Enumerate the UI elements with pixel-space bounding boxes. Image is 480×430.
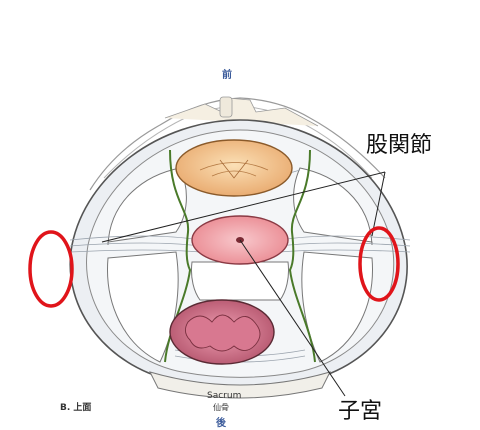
sacrum-label: Sacrum — [207, 391, 241, 401]
hip-joint-label: 股関節 — [366, 133, 432, 158]
uterus-label: 子宮 — [338, 399, 382, 424]
posterior-label: 後 — [216, 416, 227, 429]
anterior-wall — [89, 96, 386, 191]
rectum — [169, 299, 275, 365]
sacrum — [149, 371, 331, 399]
bladder — [175, 139, 293, 197]
right-hip-highlight — [358, 226, 400, 302]
figure-caption: B. 上面 — [60, 401, 91, 413]
sacrum-jp-label: 仙骨 — [213, 402, 229, 412]
hip-joint-highlights — [28, 226, 400, 308]
leader-lines — [101, 171, 386, 397]
anterior-label: 前 — [222, 68, 232, 81]
ligament-fibers — [69, 169, 411, 363]
left-hip-highlight — [28, 230, 74, 308]
